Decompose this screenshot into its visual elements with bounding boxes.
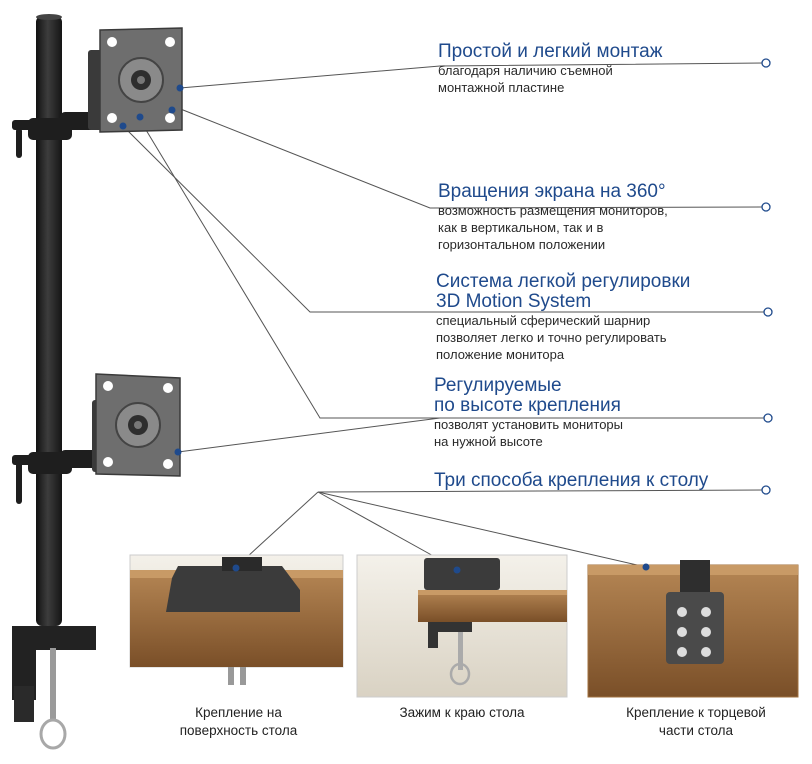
callout-end-circles [761, 58, 773, 495]
lower-vesa-plate-icon [92, 373, 181, 477]
desk-clamp-icon [12, 626, 96, 750]
feature-three-mount-options: Три способа крепления к столу [434, 471, 708, 491]
caption-surface-mount: Крепление на поверхность стола [179, 705, 298, 738]
feature-3d-motion: Система легкой регулировки 3D Motion Sys… [436, 272, 690, 363]
feature-title: Простой и легкий монтаж [438, 41, 663, 62]
feature-title: Три способа крепления к столу [434, 470, 709, 491]
panel-edge-clamp-icon [356, 554, 568, 698]
pole-icon [36, 14, 62, 626]
feature-height-adjust: Регулируемые по высоте крепления позволя… [434, 376, 623, 450]
upper-vesa-plate-icon [88, 27, 183, 133]
caption-edge-clamp: Зажим к краю стола [399, 705, 525, 720]
feature-title: Вращения экрана на 360° [438, 181, 666, 202]
feature-desc: благодаря наличию съемной монтажной плас… [438, 63, 613, 95]
feature-desc: специальный сферический шарнир позволяет… [436, 313, 667, 362]
panel-side-mount-icon [587, 560, 799, 698]
feature-rotation-360: Вращения экрана на 360° возможность разм… [438, 182, 668, 253]
callout-lines [124, 62, 769, 569]
callout-dot-lower [174, 448, 182, 456]
feature-desc: позволят установить мониторы на нужной в… [434, 417, 624, 449]
callout-dots-upper [119, 84, 184, 130]
feature-title: Система легкой регулировки 3D Motion Sys… [436, 271, 691, 312]
caption-side-mount: Крепление к торцевой части стола [626, 705, 766, 738]
feature-title: Регулируемые по высоте крепления [434, 375, 621, 416]
feature-desc: возможность размещения мониторов, как в … [438, 203, 668, 252]
feature-easy-mount: Простой и легкий монтаж благодаря наличи… [438, 42, 662, 96]
panel-surface-mount-icon [129, 554, 344, 685]
